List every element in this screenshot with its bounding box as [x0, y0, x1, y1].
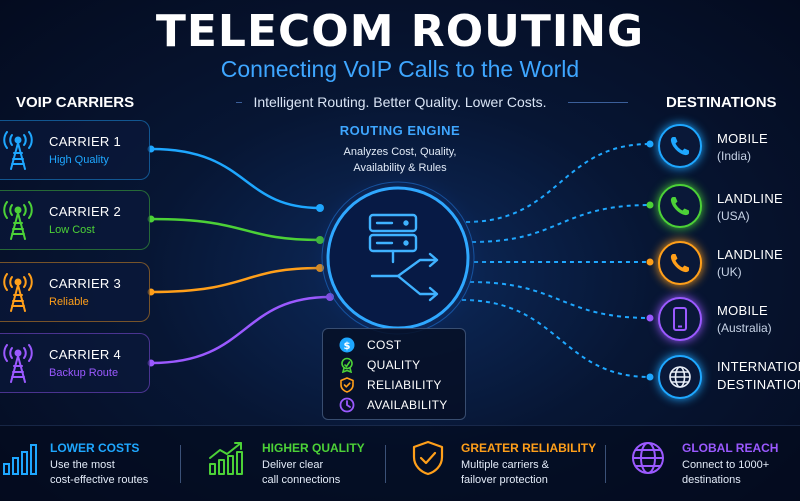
factor-label: COST	[367, 338, 402, 352]
benefit-desc: Multiple carriers & failover protection	[461, 458, 591, 488]
carrier-card-1[interactable]: CARRIER 1 High Quality	[0, 120, 150, 180]
divider	[605, 445, 606, 483]
wire-dest-2	[471, 204, 651, 243]
destination-sub: (USA)	[717, 209, 750, 223]
carrier-name: CARRIER 3	[49, 276, 122, 291]
carrier-card-3[interactable]: CARRIER 3 Reliable	[0, 262, 150, 322]
globe-icon	[669, 366, 691, 388]
factor-label: QUALITY	[367, 358, 421, 372]
clock-icon	[339, 397, 355, 413]
wire-carrier-3	[150, 266, 321, 294]
benefit-desc-line: Multiple carriers &	[461, 459, 550, 471]
benefit-desc: Deliver clear call connections	[262, 458, 392, 488]
wire-dot	[646, 258, 654, 266]
wire-dest-5	[461, 299, 651, 378]
trend-up-icon	[209, 442, 243, 475]
wire-dot	[646, 140, 654, 148]
page-title: TELECOM ROUTING	[155, 6, 645, 57]
server-routing-icon	[368, 213, 439, 302]
routing-factors-panel: $ COST QUALITY RELIABILITY AVAILABILITY	[322, 328, 466, 420]
factor-label: AVAILABILITY	[367, 398, 448, 412]
phone-icon	[670, 254, 689, 273]
engine-desc-line: Analyzes Cost, Quality,	[343, 146, 457, 158]
destination-name: MOBILE	[717, 303, 768, 318]
shield-check-icon	[412, 440, 444, 476]
carrier-card-2[interactable]: CARRIER 2 Low Cost	[0, 190, 150, 250]
destination-name: MOBILE	[717, 131, 768, 146]
benefit-desc-line: Connect to 1000+	[682, 459, 770, 471]
wire-dest-4	[469, 281, 651, 319]
svg-text:$: $	[344, 341, 351, 352]
destination-sub: DESTINATIONS	[717, 377, 800, 392]
divider	[236, 102, 242, 103]
globe-icon	[632, 442, 664, 474]
carrier-card-4[interactable]: CARRIER 4 Backup Route	[0, 333, 150, 393]
destination-sub: (UK)	[717, 265, 742, 279]
antenna-tower-icon	[3, 201, 33, 240]
routing-engine-hub	[306, 166, 490, 350]
benefit-desc-line: Use the most	[50, 459, 115, 471]
factor-label: RELIABILITY	[367, 378, 442, 392]
benefit-title: GLOBAL REACH	[682, 441, 779, 455]
award-icon	[341, 357, 353, 373]
carriers-heading: VOIP CARRIERS	[16, 94, 135, 111]
benefit-desc-line: Deliver clear	[262, 459, 324, 471]
phone-icon	[670, 137, 689, 156]
antenna-tower-icon	[3, 344, 33, 383]
benefit-title: LOWER COSTS	[50, 441, 140, 455]
antenna-tower-icon	[3, 273, 33, 312]
wire-dot	[646, 314, 654, 322]
benefit-desc: Use the most cost-effective routes	[50, 458, 180, 488]
benefit-title: HIGHER QUALITY	[262, 441, 365, 455]
page-subtitle: Connecting VoIP Calls to the World	[220, 56, 580, 82]
benefit-desc-line: call connections	[262, 474, 341, 486]
benefit-title: GREATER RELIABILITY	[461, 441, 597, 455]
wire-carrier-1	[150, 147, 321, 210]
benefit-desc: Connect to 1000+ destinations	[682, 458, 797, 488]
dollar-icon: $	[339, 337, 355, 353]
carrier-name: CARRIER 1	[49, 134, 122, 149]
carrier-desc: High Quality	[49, 154, 109, 166]
divider	[568, 102, 628, 103]
wire-dot	[646, 373, 654, 381]
bar-chart-icon	[3, 444, 37, 475]
carrier-desc: Backup Route	[49, 367, 119, 379]
destination-icon-landline-usa[interactable]	[658, 184, 702, 228]
benefit-desc-line: failover protection	[461, 474, 548, 486]
engine-title: ROUTING ENGINE	[339, 123, 461, 138]
destination-name: LANDLINE	[717, 247, 783, 262]
wire-dot	[646, 201, 654, 209]
engine-description: Analyzes Cost, Quality, Availability & R…	[300, 144, 500, 176]
destination-sub: (Australia)	[717, 321, 772, 335]
destination-name: INTERNATIONAL	[717, 359, 800, 374]
antenna-tower-icon	[3, 131, 33, 170]
destination-icon-international[interactable]	[658, 355, 702, 399]
wire-carrier-4	[150, 295, 331, 365]
engine-desc-line: Availability & Rules	[353, 162, 447, 174]
destination-icon-mobile-india[interactable]	[658, 124, 702, 168]
divider	[180, 445, 181, 483]
destination-icon-mobile-australia[interactable]	[658, 297, 702, 341]
destination-name: LANDLINE	[717, 191, 783, 206]
benefit-desc-line: destinations	[682, 474, 741, 486]
destination-icon-landline-uk[interactable]	[658, 241, 702, 285]
destinations-heading: DESTINATIONS	[666, 94, 777, 111]
benefit-desc-line: cost-effective routes	[50, 474, 149, 486]
phone-icon	[670, 197, 689, 216]
smartphone-icon	[673, 307, 687, 331]
carrier-desc: Low Cost	[49, 224, 95, 236]
shield-check-icon	[340, 377, 354, 393]
benefits-bar	[0, 425, 800, 501]
divider	[385, 445, 386, 483]
tagline: Intelligent Routing. Better Quality. Low…	[253, 94, 547, 110]
carrier-name: CARRIER 4	[49, 347, 122, 362]
carrier-desc: Reliable	[49, 296, 89, 308]
wire-carrier-2	[150, 217, 321, 242]
destination-sub: (India)	[717, 149, 752, 163]
carrier-name: CARRIER 2	[49, 204, 122, 219]
